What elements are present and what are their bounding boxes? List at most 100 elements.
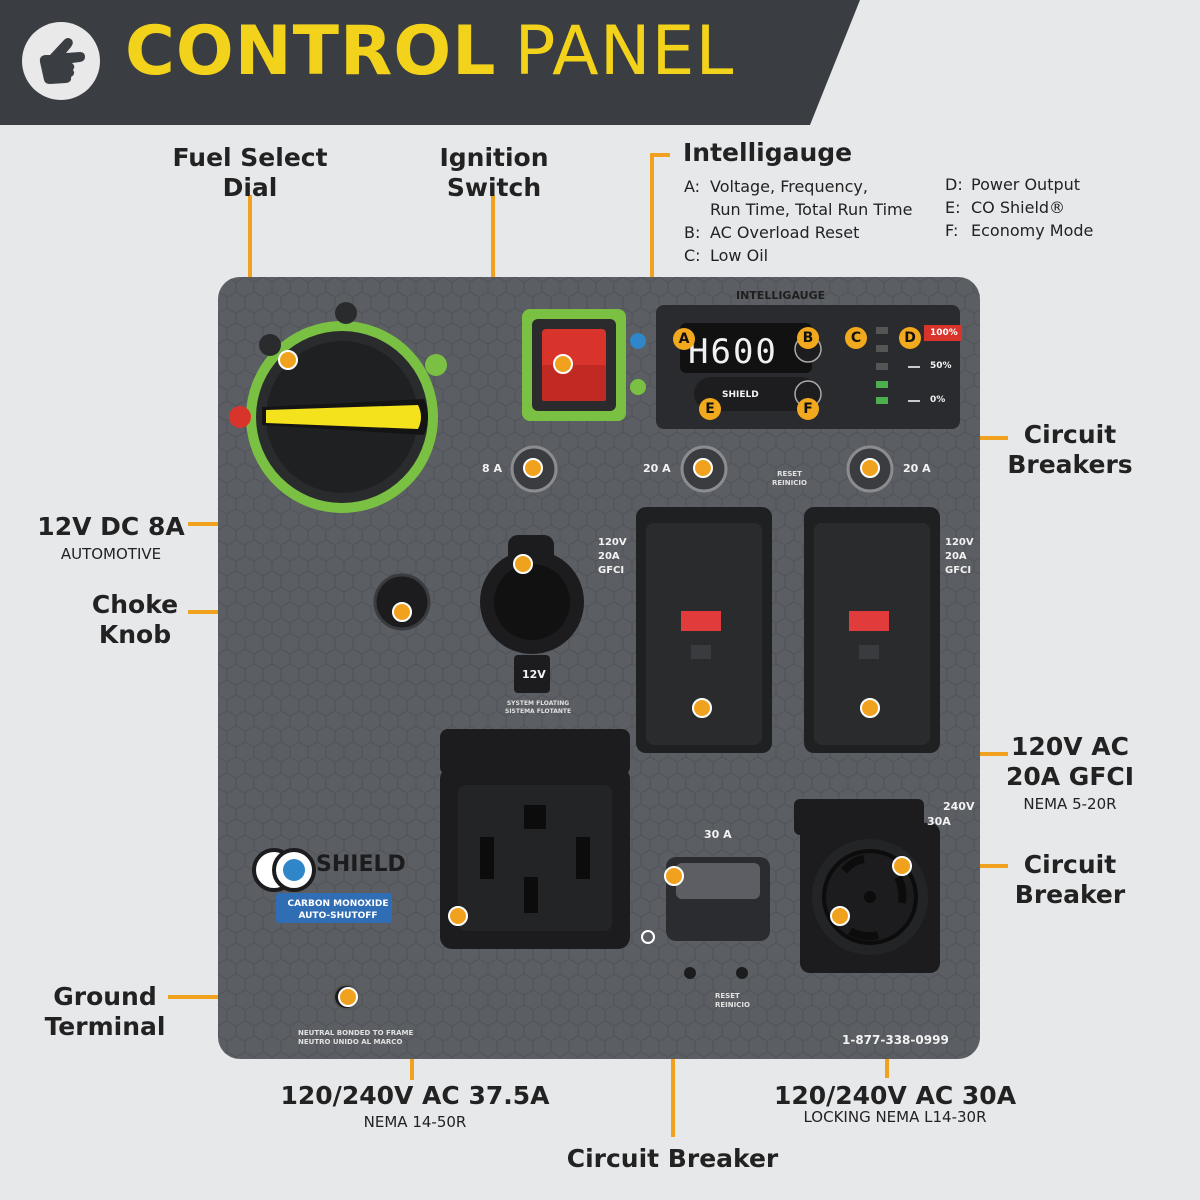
fuel-select-line1: Fuel Select	[172, 143, 328, 172]
floating-line: SISTEMA FLOTANTE	[505, 708, 572, 715]
ignition-line2: Switch	[446, 173, 542, 202]
ac-120v-sub: NEMA 5-20R	[1023, 795, 1117, 813]
rating-line: 20A	[945, 551, 967, 562]
legend-key: B:	[684, 223, 701, 242]
breaker-20a-left-rating: 20 A	[643, 462, 671, 475]
reset-text: RESET	[715, 992, 740, 1000]
legend-key: C:	[684, 246, 701, 265]
level-50: 50%	[930, 361, 952, 371]
reset-text-es: REINICIO	[772, 479, 807, 487]
gauge-display: H600	[688, 332, 778, 372]
ac-30-sub: LOCKING NEMA L14-30R	[803, 1108, 987, 1126]
legend-key: D:	[945, 175, 963, 194]
circuit-breakers-label: Circuit Breakers	[1000, 420, 1140, 480]
gauge-letter-c: C	[845, 327, 867, 349]
circuit-breaker-line1: Circuit	[1023, 850, 1117, 879]
header-background	[0, 0, 860, 125]
floating-system-label: SYSTEM FLOATING SISTEMA FLOTANTE	[505, 700, 571, 716]
intelligauge-legend-right: D: Power Output E: CO Shield® F: Economy Mo…	[945, 173, 1093, 242]
legend-key: E:	[945, 198, 961, 217]
gfci-reset-label: RESET REINICIO	[772, 470, 807, 488]
rating-30a: 30A	[927, 815, 951, 828]
rating-line: 120V	[945, 537, 974, 548]
intelligauge-leader-top	[650, 153, 670, 157]
co-shield-gauge-label: SHIELD	[722, 390, 759, 400]
neutral-line: NEUTRO UNIDO AL MARCO	[298, 1038, 403, 1046]
legend-text: Power Output	[971, 175, 1081, 194]
gfci-right-rating: 120V 20A GFCI	[945, 536, 974, 578]
gauge-letter-e: E	[699, 398, 721, 420]
ground-line2: Terminal	[44, 1012, 166, 1041]
ac375-marker	[448, 906, 468, 926]
co-shield-logo: SHIELD	[316, 852, 406, 877]
dc-outlet-marker	[513, 554, 533, 574]
breaker-20a-left-marker	[693, 458, 713, 478]
fuel-select-line2: Dial	[222, 173, 278, 202]
co-shield-sub-line: CARBON MONOXIDE	[287, 899, 389, 909]
intelligauge-legend-left: A: Voltage, Frequency, Run Time, Total Ru…	[684, 175, 912, 267]
dc-12v-label: 12V DC 8A	[37, 512, 185, 541]
choke-marker	[392, 602, 412, 622]
rating-line: GFCI	[945, 565, 972, 576]
legend-text: Low Oil	[710, 246, 769, 265]
ac-120v-line1: 120V AC	[1011, 732, 1129, 761]
circuit-breaker-right-label: Circuit Breaker	[1005, 850, 1135, 910]
legend-text: Voltage, Frequency,	[710, 177, 868, 196]
breaker-30a-rating: 30 A	[704, 828, 732, 841]
title-bold: CONTROL	[125, 12, 497, 91]
floating-line: SYSTEM FLOATING	[506, 700, 570, 707]
co-shield-sub-line: AUTO-SHUTOFF	[298, 911, 378, 921]
header-banner	[0, 0, 860, 125]
legend-text: Run Time, Total Run Time	[710, 200, 913, 219]
ignition-marker	[553, 354, 573, 374]
neutral-bond-label: NEUTRAL BONDED TO FRAME NEUTRO UNIDO AL …	[298, 1029, 413, 1047]
legend-key: F:	[945, 221, 959, 240]
legend-text: CO Shield®	[971, 198, 1066, 217]
ground-label: Ground Terminal	[40, 982, 170, 1042]
ac-120v-line2: 20A GFCI	[1005, 762, 1135, 791]
breaker-8a-rating: 8 A	[482, 462, 502, 475]
intelligauge-label: Intelligauge	[683, 138, 853, 167]
dc-outlet-rating: 12V	[522, 668, 546, 681]
intelligauge-leader	[650, 153, 654, 313]
control-panel	[218, 277, 980, 1059]
ac-30-label: 120/240V AC 30A	[773, 1081, 1017, 1110]
gfci-left-marker	[692, 698, 712, 718]
gfci-right-marker	[860, 698, 880, 718]
rating-line: 20A	[598, 551, 620, 562]
fuel-dial-marker	[278, 350, 298, 370]
gauge-letter-a: A	[673, 328, 695, 350]
gfci-left-rating: 120V 20A GFCI	[598, 536, 627, 578]
gauge-letter-b: B	[797, 327, 819, 349]
gauge-brand: INTELLIGAUGE	[736, 289, 826, 302]
legend-text: Economy Mode	[971, 221, 1094, 240]
ac-375-label: 120/240V AC 37.5A	[280, 1081, 550, 1110]
dc-12v-sub: AUTOMOTIVE	[60, 545, 162, 563]
support-phone: 1-877-338-0999	[842, 1033, 949, 1047]
ground-marker	[338, 987, 358, 1007]
breaker-20a-right-rating: 20 A	[903, 462, 931, 475]
circuit-breaker-bottom-label: Circuit Breaker	[566, 1144, 779, 1173]
choke-line1: Choke	[91, 590, 179, 619]
ac-120v-label: 120V AC 20A GFCI	[995, 732, 1145, 792]
breaker-30a-marker	[664, 866, 684, 886]
rating-line: 120V	[598, 537, 627, 548]
reset-text: RESET	[777, 470, 802, 478]
legend-key: A:	[684, 177, 701, 196]
panel-graphic	[218, 277, 980, 1059]
choke-line2: Knob	[98, 620, 172, 649]
circuit-breakers-line1: Circuit	[1023, 420, 1117, 449]
circuit-breaker-line2: Breaker	[1014, 880, 1126, 909]
rating-240v: 240V	[943, 800, 975, 813]
neutral-line: NEUTRAL BONDED TO FRAME	[298, 1029, 414, 1037]
breaker-20a-right-marker	[860, 458, 880, 478]
ignition-line1: Ignition	[439, 143, 549, 172]
legend-text: AC Overload Reset	[710, 223, 860, 242]
circuit-breakers-line2: Breakers	[1007, 450, 1133, 479]
co-shield-sub: CARBON MONOXIDE AUTO-SHUTOFF	[283, 898, 393, 922]
title-light: PANEL	[514, 12, 735, 91]
choke-label: Choke Knob	[75, 590, 195, 650]
reset-text-es: REINICIO	[715, 1001, 750, 1009]
ac-375-sub: NEMA 14-50R	[363, 1113, 467, 1131]
breaker-right-marker	[892, 856, 912, 876]
